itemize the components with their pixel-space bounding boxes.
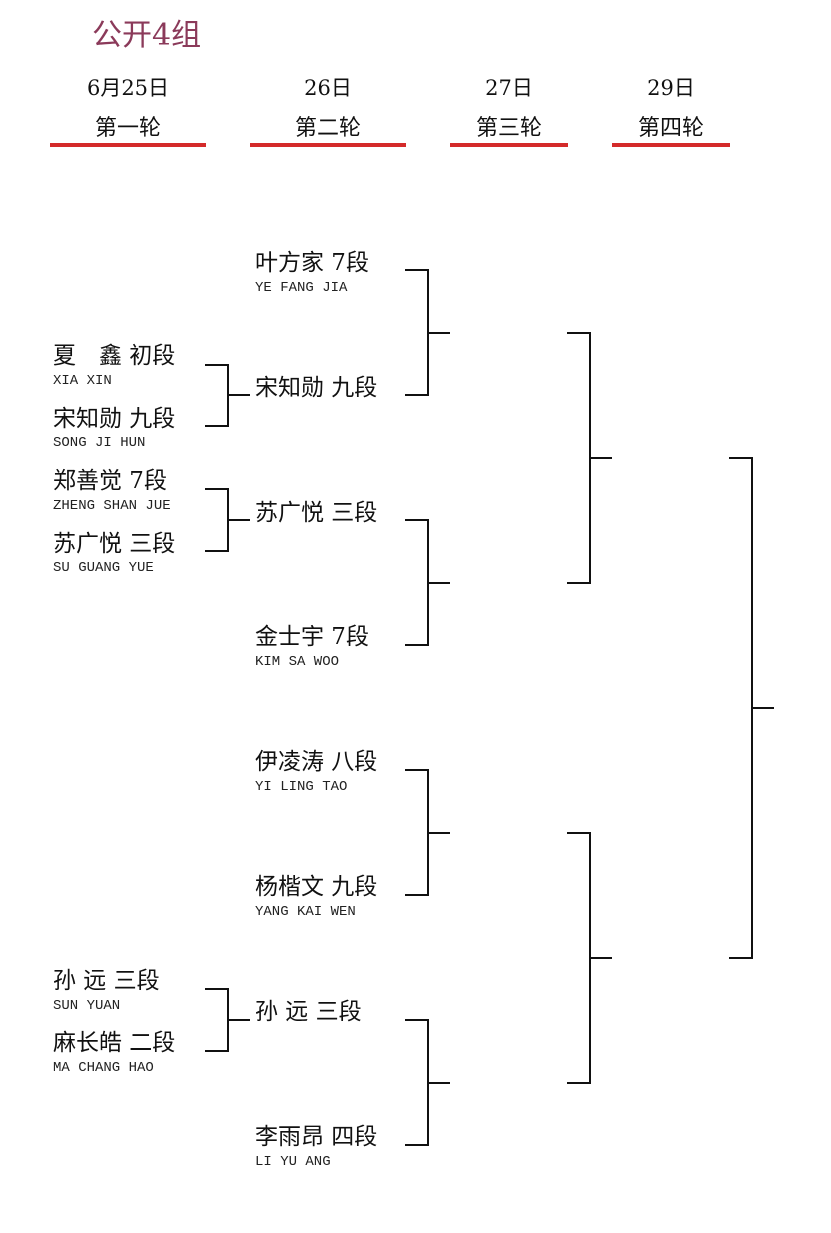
round-1-underline: [50, 143, 206, 147]
r2-player-6-roman: YANG KAI WEN: [255, 904, 356, 920]
r2-player-1-roman: YE FANG JIA: [255, 280, 348, 296]
bracket-r3-match-1: [567, 332, 591, 584]
bracket-r1-match-1: [205, 364, 229, 427]
round-4-label: 第四轮: [637, 116, 704, 141]
r1-player-1-name: 夏 鑫 初段: [53, 343, 176, 369]
bracket-r3-match-2: [567, 832, 591, 1084]
r1-player-4-name: 苏广悦 三段: [53, 531, 176, 557]
round-3-date: 27日: [485, 76, 533, 100]
r1-player-1-roman: XIA XIN: [53, 373, 112, 389]
r2-player-4-roman: KIM SA WOO: [255, 654, 340, 670]
round-2-date: 26日: [304, 76, 352, 100]
round-2-underline: [250, 143, 406, 147]
bracket-r4-match-1: [729, 457, 753, 959]
r2-player-7-name: 孙 远 三段: [255, 999, 362, 1025]
round-1-date: 6月25日: [86, 76, 170, 100]
r2-player-5-roman: YI LING TAO: [255, 779, 348, 795]
r1-player-5-name: 孙 远 三段: [53, 968, 160, 994]
r1-player-3-roman: ZHENG SHAN JUE: [53, 498, 171, 514]
round-4-underline: [612, 143, 730, 147]
bracket-r2-match-2: [405, 519, 429, 646]
round-3-underline: [450, 143, 568, 147]
r2-player-3-name: 苏广悦 三段: [255, 500, 378, 526]
r2-player-8-roman: LI YU ANG: [255, 1154, 331, 1170]
r2-player-2-name: 宋知勋 九段: [255, 375, 378, 401]
bracket-r2-match-1: [405, 269, 429, 396]
bracket-r1-match-3: [205, 988, 229, 1052]
r2-player-1-name: 叶方家 7段: [255, 250, 369, 276]
r2-player-5-name: 伊凌涛 八段: [255, 749, 378, 775]
bracket-r2-match-3: [405, 769, 429, 896]
r1-player-2-name: 宋知勋 九段: [53, 406, 176, 432]
bracket-r1-match-2: [205, 488, 229, 552]
r1-player-4-roman: SU GUANG YUE: [53, 560, 154, 576]
round-4-date: 29日: [647, 76, 695, 100]
round-3-label: 第三轮: [475, 116, 542, 141]
round-2-label: 第二轮: [294, 116, 361, 141]
r2-player-8-name: 李雨昂 四段: [255, 1124, 378, 1150]
r1-player-2-roman: SONG JI HUN: [53, 435, 146, 451]
r2-player-6-name: 杨楷文 九段: [255, 874, 378, 900]
bracket-r2-match-4: [405, 1019, 429, 1146]
r1-player-6-name: 麻长皓 二段: [53, 1030, 176, 1056]
r2-player-4-name: 金士宇 7段: [255, 624, 369, 650]
r1-player-3-name: 郑善觉 7段: [53, 468, 167, 494]
page-title: 公开4组: [92, 18, 202, 53]
r1-player-5-roman: SUN YUAN: [53, 998, 121, 1014]
r1-player-6-roman: MA CHANG HAO: [53, 1060, 154, 1076]
round-1-label: 第一轮: [94, 116, 161, 141]
